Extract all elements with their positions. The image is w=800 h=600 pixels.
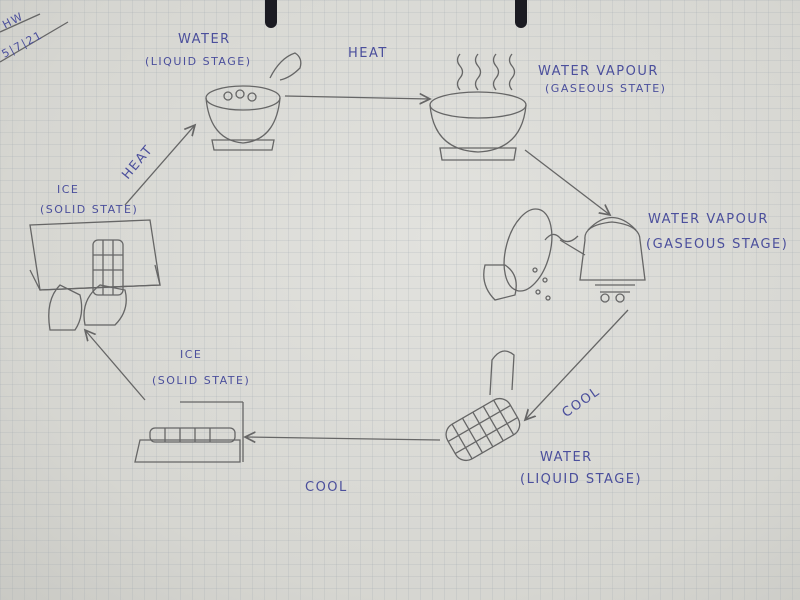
water-top-state: (LIQUID STAGE) — [145, 55, 252, 68]
ice-on-table-sketch — [134, 401, 244, 463]
arrow-cool-bottom — [245, 437, 441, 440]
arrow-heat-top — [284, 96, 430, 99]
kettle-and-mirror-sketch — [483, 208, 646, 303]
ice-bottom-title: ICE — [180, 348, 203, 361]
date-underline — [0, 13, 41, 33]
arrow-cool-right — [525, 309, 629, 420]
binder-ring — [265, 0, 277, 28]
binder-ring — [515, 0, 527, 28]
cool-bottom-label: COOL — [305, 480, 348, 495]
water-bottom-title: WATER — [540, 450, 593, 465]
freezer-sketch — [29, 219, 161, 331]
vapour-kettle-title: WATER VAPOUR — [648, 212, 769, 227]
heat-top-label: HEAT — [348, 46, 388, 61]
arrow-heat-left — [124, 125, 195, 206]
water-bottom-state: (LIQUID STAGE) — [520, 472, 643, 487]
vapour-kettle-state: (GASEOUS STAGE) — [646, 237, 789, 252]
arrow-to-freezer — [85, 330, 146, 401]
date-underline — [0, 21, 69, 63]
ice-bottom-state: (SOLID STATE) — [152, 374, 251, 387]
ice-left-title: ICE — [57, 183, 80, 196]
water-top-title: WATER — [178, 32, 231, 47]
steaming-bowl-sketch — [429, 53, 527, 161]
bowl-of-water-sketch — [205, 52, 302, 151]
vapour-top-state: (GASEOUS STATE) — [545, 82, 667, 95]
ice-left-state: (SOLID STATE) — [40, 203, 139, 216]
arrow-to-kettle — [524, 149, 610, 215]
vapour-top-title: WATER VAPOUR — [538, 64, 659, 79]
ice-tray-sketch — [445, 350, 521, 462]
